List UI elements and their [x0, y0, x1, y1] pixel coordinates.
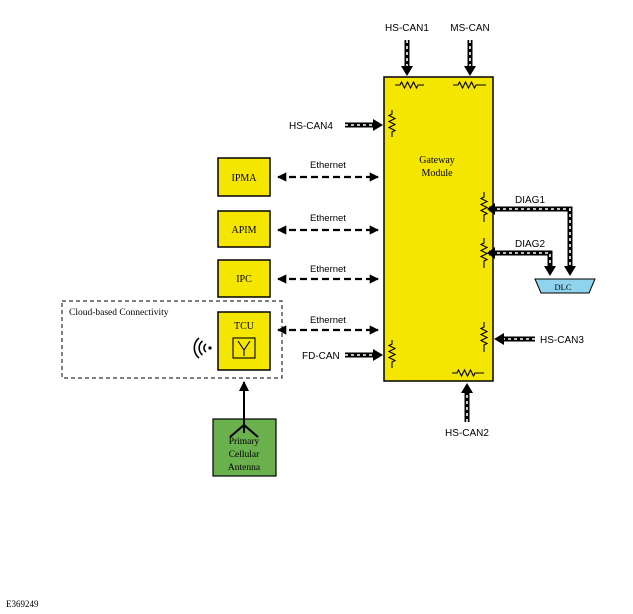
- bus-label-diag1: DIAG1: [515, 195, 545, 206]
- ethernet-links: [277, 172, 379, 335]
- antenna-connection: [229, 381, 259, 438]
- figure-id: E369249: [6, 599, 39, 609]
- antenna-label-line1: Primary: [229, 437, 260, 447]
- ipma-label: IPMA: [231, 173, 257, 184]
- resistor-icon: [387, 80, 489, 378]
- gateway-module: [383, 76, 494, 382]
- gateway-label-line2: Module: [421, 168, 453, 179]
- antenna-label-line2: Cellular: [229, 450, 260, 460]
- apim-module: [217, 210, 271, 248]
- bus-label-diag2: DIAG2: [515, 239, 545, 250]
- dlc-label: DLC: [555, 282, 572, 292]
- ethernet-label-ipma: Ethernet: [310, 160, 346, 171]
- apim-label: APIM: [231, 225, 256, 236]
- can-bus-lines: [345, 40, 576, 422]
- bus-label-hs-can3: HS-CAN3: [540, 335, 584, 346]
- ethernet-label-tcu: Ethernet: [310, 315, 346, 326]
- bus-label-ms-can: MS-CAN: [450, 23, 489, 34]
- ethernet-label-apim: Ethernet: [310, 213, 346, 224]
- wifi-signal-icon: [193, 337, 212, 359]
- cloud-connectivity-label: Cloud-based Connectivity: [69, 308, 169, 318]
- tcu-module: [217, 311, 271, 371]
- antenna-icon: [232, 337, 256, 359]
- ethernet-label-ipc: Ethernet: [310, 264, 346, 275]
- bus-label-hs-can4: HS-CAN4: [289, 121, 333, 132]
- tcu-label: TCU: [234, 321, 255, 332]
- bus-label-fd-can: FD-CAN: [302, 351, 340, 362]
- dlc-connector: [534, 278, 596, 294]
- antenna-label-line3: Antenna: [228, 463, 261, 473]
- bus-label-hs-can1: HS-CAN1: [385, 23, 429, 34]
- ipc-module: [217, 259, 271, 298]
- bus-label-hs-can2: HS-CAN2: [445, 428, 489, 439]
- cloud-connectivity-region: [61, 300, 283, 379]
- gateway-label-line1: Gateway: [419, 155, 455, 166]
- ipma-module: [217, 157, 271, 197]
- ipc-label: IPC: [236, 274, 252, 285]
